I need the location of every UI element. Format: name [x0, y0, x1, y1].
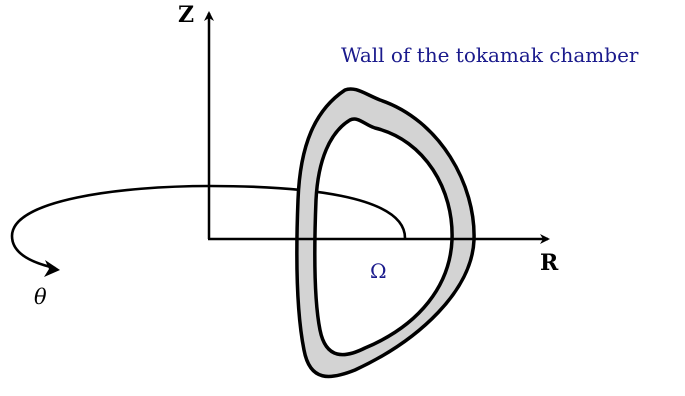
z-axis-label: Z	[178, 2, 194, 28]
toroidal-arrowhead	[44, 260, 60, 277]
toroidal-rotation-arrow	[10, 184, 407, 270]
chamber-wall	[295, 87, 476, 379]
wall-title: Wall of the tokamak chamber	[341, 43, 639, 67]
theta-label: θ	[34, 285, 47, 309]
r-axis-label: R	[540, 250, 559, 276]
domain-omega-label: Ω	[370, 259, 387, 283]
